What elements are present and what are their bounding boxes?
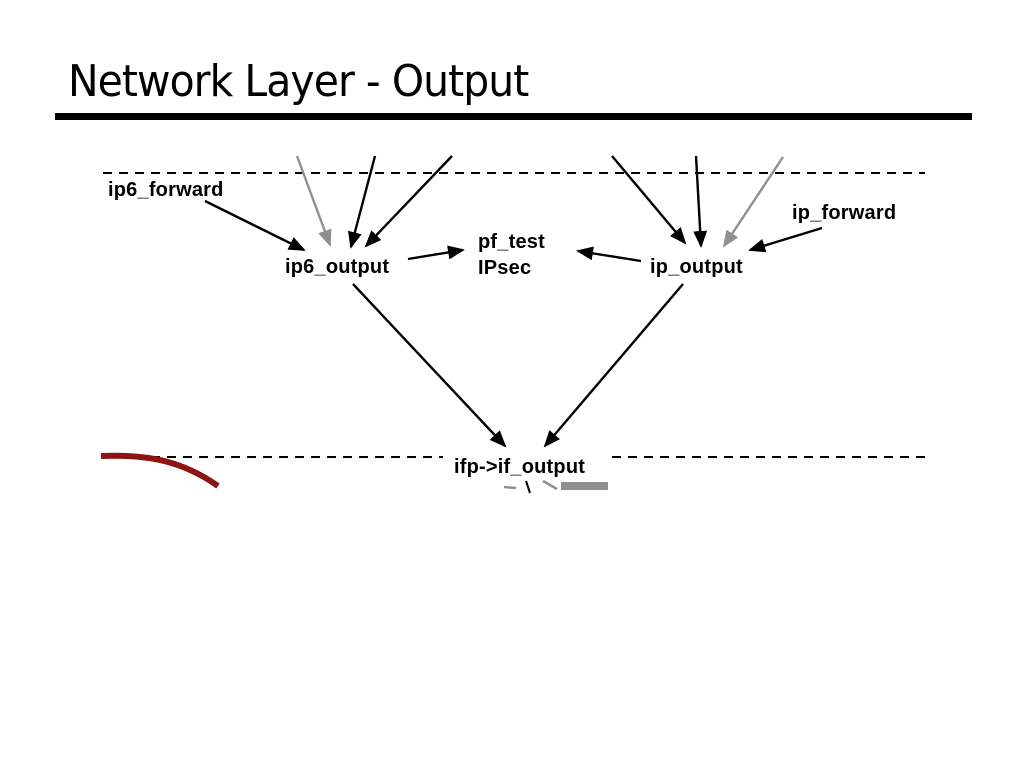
arrow-upper1-to-ip6output <box>348 155 377 249</box>
arrow-ip6forward-to-ip6output <box>204 199 306 252</box>
arrow-upper4-to-ipoutput <box>693 155 708 248</box>
pf-test-line2: IPsec <box>478 257 532 279</box>
title-underline <box>55 113 972 120</box>
red-annotation-curve <box>100 452 220 489</box>
arrow-upper3-to-ipoutput <box>611 155 687 245</box>
arrow-ip6output-to-ifoutput <box>352 283 507 448</box>
arrow-ipoutput-to-ifoutput <box>543 283 684 448</box>
arrow-ip6output-to-pftest <box>407 245 465 261</box>
cropped-fragment-1 <box>503 485 517 490</box>
arrow-gray-upper-to-ip6output <box>295 155 332 247</box>
cropped-fragment-4 <box>561 482 608 490</box>
node-ifp-if-output: ifp->if_output <box>454 456 586 478</box>
arrow-ipforward-to-ipoutput <box>748 226 823 253</box>
node-ip6-output: ip6_output <box>285 256 390 278</box>
cropped-fragment-2 <box>525 480 531 494</box>
pf-test-line1: pf_test <box>478 231 545 253</box>
arrow-upper2-to-ip6output <box>364 155 453 248</box>
node-ip-forward: ip_forward <box>792 202 897 224</box>
node-ip6-forward: ip6_forward <box>108 179 224 201</box>
page-title: Network Layer - Output <box>68 56 529 107</box>
arrow-ipoutput-to-pftest <box>576 246 642 263</box>
arrow-gray-upper-to-ipoutput <box>722 156 785 248</box>
node-ip-output: ip_output <box>650 256 743 278</box>
node-pf-test-ipsec: pf_test IPsec <box>478 229 545 281</box>
cropped-fragment-3 <box>542 479 558 491</box>
